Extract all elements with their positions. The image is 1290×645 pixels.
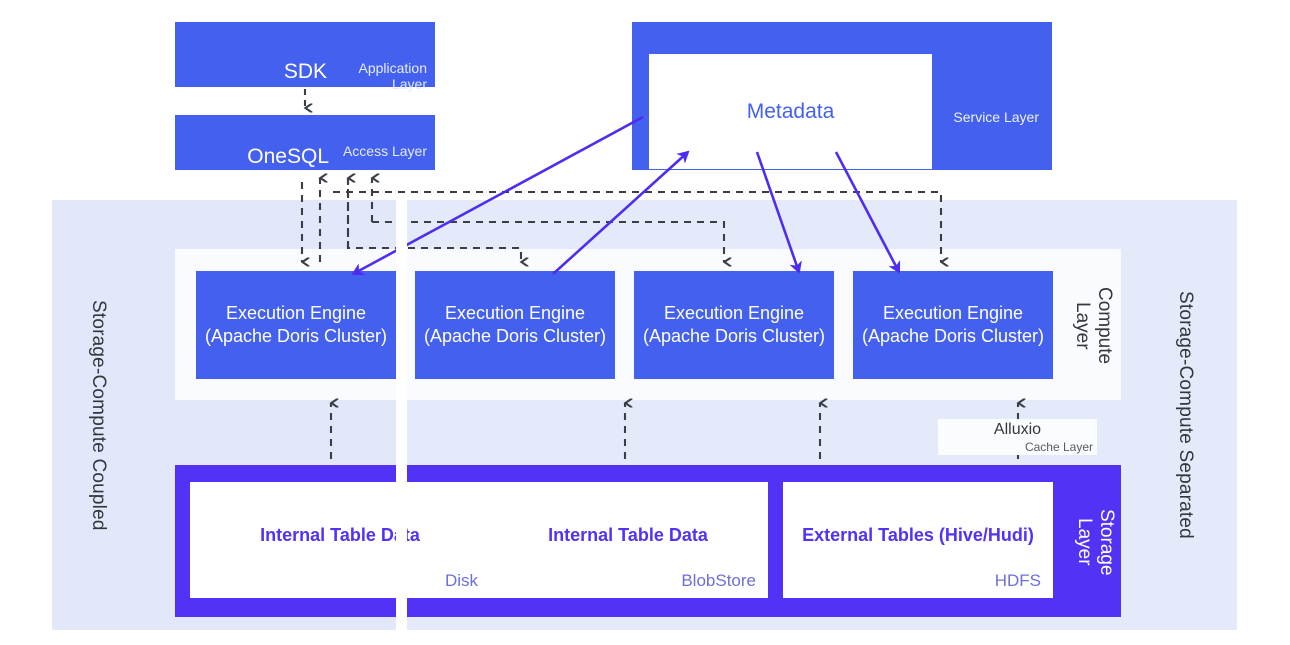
- alluxio-title: Alluxio: [993, 421, 1042, 438]
- compute-layer-label: Compute Layer: [1072, 287, 1115, 365]
- storage-item-1-medium: Disk: [444, 571, 478, 590]
- access-layer-box: OneSQL Access Layer: [175, 115, 435, 170]
- metadata-title: Metadata: [746, 99, 835, 123]
- metadata-card: Metadata: [649, 54, 932, 169]
- execution-engine-1-label: Execution Engine (Apache Doris Cluster): [204, 302, 388, 346]
- storage-item-2-medium: BlobStore: [681, 571, 756, 590]
- storage-layer-box: Internal Table Data Disk Internal Table …: [175, 465, 1121, 617]
- storage-item-3-title: External Tables (Hive/Hudi): [802, 525, 1034, 545]
- region-separator: [396, 200, 407, 630]
- separated-region-label: Storage-Compute Separated: [1175, 291, 1196, 539]
- storage-item-1: Internal Table Data Disk: [190, 482, 490, 598]
- execution-engine-2-label: Execution Engine (Apache Doris Cluster): [423, 302, 607, 346]
- execution-engine-2: Execution Engine (Apache Doris Cluster): [415, 271, 615, 379]
- sdk-title: SDK: [283, 60, 327, 83]
- coupled-region-label: Storage-Compute Coupled: [88, 299, 109, 531]
- service-layer-label: Service Layer: [953, 109, 1039, 125]
- access-layer-label: Access Layer: [342, 143, 427, 159]
- execution-engine-4-label: Execution Engine (Apache Doris Cluster): [861, 302, 1045, 346]
- storage-item-2: Internal Table Data BlobStore: [488, 482, 768, 598]
- storage-item-3-medium: HDFS: [994, 571, 1041, 590]
- storage-item-3: External Tables (Hive/Hudi) HDFS: [783, 482, 1053, 598]
- service-layer-box: Metadata Service Layer: [632, 22, 1052, 170]
- cache-layer-box: Alluxio Cache Layer: [938, 419, 1097, 455]
- execution-engine-3: Execution Engine (Apache Doris Cluster): [634, 271, 834, 379]
- execution-engine-4: Execution Engine (Apache Doris Cluster): [853, 271, 1053, 379]
- execution-engine-3-label: Execution Engine (Apache Doris Cluster): [642, 302, 826, 346]
- cache-layer-label: Cache Layer: [1024, 440, 1093, 454]
- execution-engine-1: Execution Engine (Apache Doris Cluster): [196, 271, 396, 379]
- onesql-title: OneSQL: [247, 145, 329, 168]
- application-layer-box: SDK Application Layer: [175, 22, 435, 92]
- storage-layer-label: Storage Layer: [1074, 508, 1117, 576]
- application-layer-label: Application Layer: [358, 60, 428, 93]
- storage-item-1-title: Internal Table Data: [260, 525, 420, 545]
- storage-item-2-title: Internal Table Data: [548, 525, 708, 545]
